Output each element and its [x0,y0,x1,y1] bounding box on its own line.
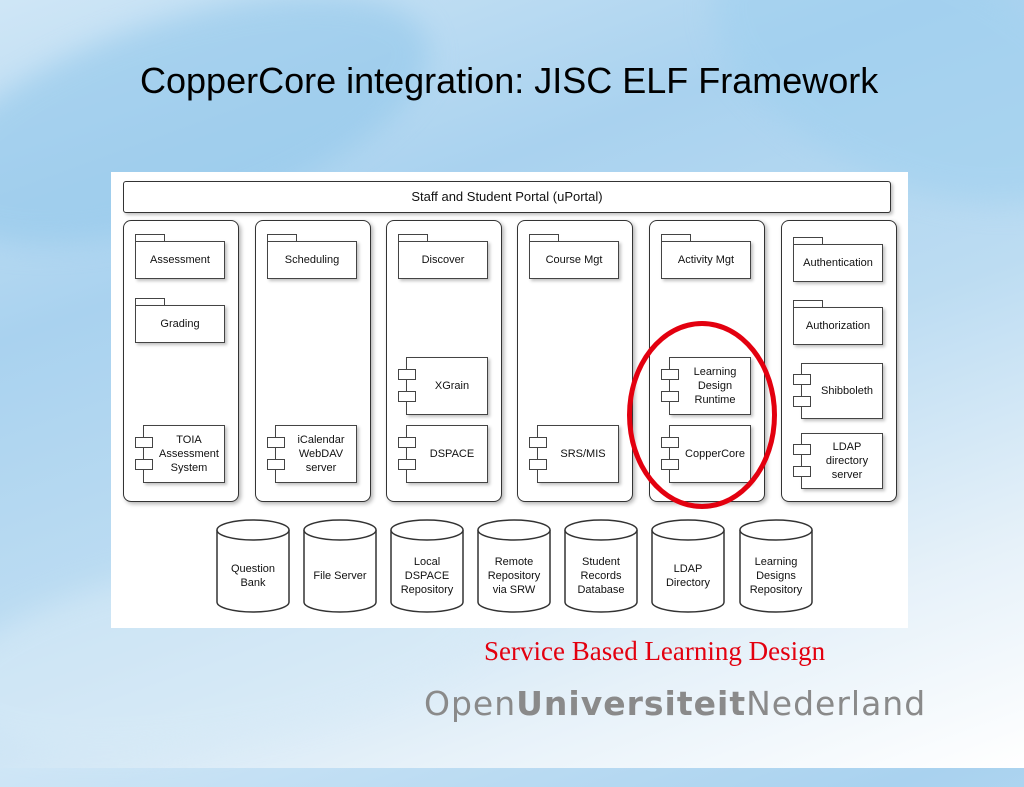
database-label: Remote Repository via SRW [487,556,541,596]
logo: OpenUniversiteitNederland [424,684,944,723]
package-label: Course Mgt [529,241,619,279]
database-icon [477,519,551,613]
database-cylinder: File Server [302,518,378,614]
package-box: Authorization [793,300,883,345]
service-column: Assessment Grading TOIA Assessment Syste… [123,220,239,502]
service-column: Course Mgt SRS/MIS [517,220,633,502]
service-column: Authentication Authorization Shibboleth … [781,220,897,502]
database-label: LDAP Directory [665,563,710,589]
component-box: SRS/MIS [529,425,619,483]
package-label: Scheduling [267,241,357,279]
database-icon [651,519,725,613]
highlight-circle [627,321,777,509]
database-label: Local DSPACE Repository [400,556,454,596]
portal-bar: Staff and Student Portal (uPortal) [123,181,891,213]
package-box: Activity Mgt [661,234,751,279]
package-box: Discover [398,234,488,279]
package-label: Grading [135,305,225,343]
database-icon [739,519,813,613]
logo-part: Nederland [746,684,927,723]
component-label: Shibboleth [801,363,883,419]
package-box: Scheduling [267,234,357,279]
database-cylinder: Question Bank [215,518,291,614]
package-label: Authentication [793,244,883,282]
database-icon [390,519,464,613]
component-label: LDAP directory server [801,433,883,489]
database-cylinder: LDAP Directory [650,518,726,614]
database-label: Student Records Database [577,556,625,596]
package-label: Authorization [793,307,883,345]
component-box: XGrain [398,357,488,415]
database-icon [303,519,377,613]
component-label: TOIA Assessment System [143,425,225,483]
logo-part: Open [424,684,517,723]
database-cylinder: Remote Repository via SRW [476,518,552,614]
component-box: Shibboleth [793,363,883,419]
database-cylinder: Student Records Database [563,518,639,614]
database-label: File Server [313,570,367,582]
package-label: Activity Mgt [661,241,751,279]
database-icon [216,519,290,613]
package-box: Assessment [135,234,225,279]
component-box: LDAP directory server [793,433,883,489]
database-cylinder: Local DSPACE Repository [389,518,465,614]
component-box: iCalendar WebDAV server [267,425,357,483]
service-column: Scheduling iCalendar WebDAV server [255,220,371,502]
component-label: DSPACE [406,425,488,483]
database-label: Learning Designs Repository [749,556,803,596]
database-cylinder: Learning Designs Repository [738,518,814,614]
package-box: Authentication [793,237,883,282]
package-label: Discover [398,241,488,279]
service-column: Discover XGrain DSPACE [386,220,502,502]
package-box: Course Mgt [529,234,619,279]
package-label: Assessment [135,241,225,279]
logo-part: Universiteit [516,684,747,723]
component-label: SRS/MIS [537,425,619,483]
database-icon [564,519,638,613]
package-box: Grading [135,298,225,343]
caption: Service Based Learning Design [484,636,826,666]
component-label: iCalendar WebDAV server [275,425,357,483]
architecture-diagram: Staff and Student Portal (uPortal) Asses… [111,172,908,628]
component-label: XGrain [406,357,488,415]
component-box: DSPACE [398,425,488,483]
database-label: Question Bank [230,563,276,589]
component-box: TOIA Assessment System [135,425,225,483]
slide-title: CopperCore integration: JISC ELF Framewo… [140,60,879,101]
